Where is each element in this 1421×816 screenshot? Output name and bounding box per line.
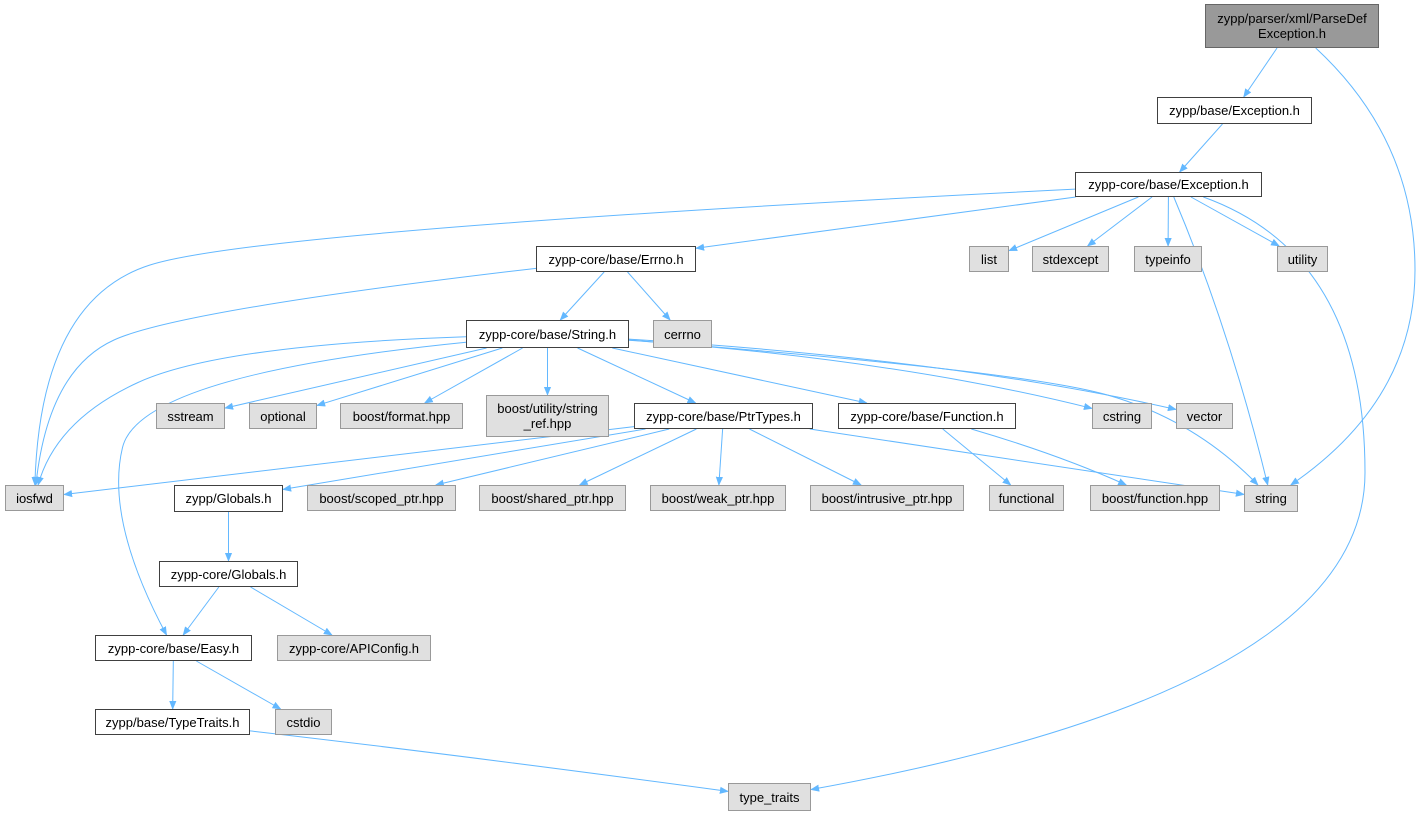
edge-easy-to-cstdio	[196, 660, 282, 710]
node-label: boost/intrusive_ptr.hpp	[821, 490, 953, 506]
node-boost-scoped-ptr-hpp: boost/scoped_ptr.hpp	[307, 485, 456, 511]
node-functional: functional	[989, 485, 1064, 511]
node-label: list	[981, 251, 997, 267]
edge-strh-to-vector	[628, 338, 1177, 412]
node-label: utility	[1287, 251, 1318, 267]
node-type-traits: type_traits	[728, 783, 811, 811]
node-label: zypp-core/base/String.h	[478, 326, 617, 342]
node-typetraits-h[interactable]: zypp/base/TypeTraits.h	[95, 709, 250, 735]
node-label: zypp-core/base/Errno.h	[548, 251, 684, 267]
node-ptrtypes-h[interactable]: zypp-core/base/PtrTypes.h	[634, 403, 813, 429]
edge-ptrtypes-to-bweak	[715, 428, 724, 486]
node-zypp-core-base-exception-h[interactable]: zypp-core/base/Exception.h	[1075, 172, 1262, 197]
node-label: zypp-core/APIConfig.h	[288, 640, 420, 656]
edge-ptrtypes-to-bshared	[578, 428, 697, 486]
node-label: vector	[1186, 408, 1223, 424]
node-label: zypp-core/base/Exception.h	[1088, 177, 1249, 192]
node-iosfwd: iosfwd	[5, 485, 64, 511]
edge-strh-to-cstring	[628, 339, 1093, 410]
edge-zcbexc-to-list	[1008, 196, 1139, 252]
node-label: iosfwd	[16, 490, 53, 506]
node-easy-h[interactable]: zypp-core/base/Easy.h	[95, 635, 252, 661]
node-label: zypp/parser/xml/ParseDef Exception.h	[1217, 11, 1367, 41]
node-zypp-globals-h[interactable]: zypp/Globals.h	[174, 485, 283, 512]
node-errno-h[interactable]: zypp-core/base/Errno.h	[536, 246, 696, 272]
node-label: boost/utility/string _ref.hpp	[497, 401, 598, 431]
node-label: type_traits	[739, 789, 800, 805]
edge-errno-to-strh	[559, 271, 605, 321]
node-optional: optional	[249, 403, 317, 429]
node-cstdio: cstdio	[275, 709, 332, 735]
node-vector: vector	[1176, 403, 1233, 429]
node-list: list	[969, 246, 1009, 272]
edge-zcglobals-to-easy	[182, 586, 220, 636]
edge-root-to-zbexc	[1243, 47, 1278, 98]
node-boost-intrusive-ptr-hpp: boost/intrusive_ptr.hpp	[810, 485, 964, 511]
edge-strh-to-optional	[316, 347, 503, 407]
node-utility: utility	[1277, 246, 1328, 272]
node-label: boost/scoped_ptr.hpp	[319, 490, 444, 506]
node-label: functional	[998, 490, 1055, 506]
node-label: stdexcept	[1042, 251, 1099, 267]
edge-typetraitsh-to-type_traits	[249, 730, 729, 794]
edge-functionh-to-bfunc	[971, 428, 1128, 486]
node-zypp-core-globals-h[interactable]: zypp-core/Globals.h	[159, 561, 298, 587]
node-label: zypp-core/base/PtrTypes.h	[646, 408, 801, 424]
edge-zcbexc-to-errno	[695, 196, 1076, 251]
node-label: zypp/Globals.h	[185, 491, 272, 506]
node-label: sstream	[167, 408, 214, 424]
edge-zcbexc-to-string	[1173, 196, 1270, 486]
node-label: zypp/base/TypeTraits.h	[105, 714, 240, 730]
node-string-h[interactable]: zypp-core/base/String.h	[466, 320, 629, 348]
edge-zcbexc-to-stdexcept	[1086, 196, 1153, 247]
node-label: cstdio	[286, 714, 321, 730]
edge-easy-to-typetraitsh	[169, 660, 177, 710]
node-label: zypp-core/base/Easy.h	[107, 640, 240, 656]
node-label: string	[1255, 491, 1287, 506]
node-label: zypp-core/base/Function.h	[850, 408, 1004, 424]
node-label: cstring	[1102, 408, 1142, 424]
edge-zcbexc-to-utility	[1190, 196, 1280, 247]
node-boost-weak-ptr-hpp: boost/weak_ptr.hpp	[650, 485, 786, 511]
node-label: boost/weak_ptr.hpp	[661, 490, 775, 506]
edge-zcglobals-to-apiconfig	[250, 586, 333, 636]
node-typeinfo: typeinfo	[1134, 246, 1202, 272]
edge-ptrtypes-to-zglobals	[282, 428, 646, 492]
node-string: string	[1244, 485, 1298, 512]
node-boost-shared-ptr-hpp: boost/shared_ptr.hpp	[479, 485, 626, 511]
node-sstream: sstream	[156, 403, 225, 429]
node-zypp-base-exception-h[interactable]: zypp/base/Exception.h	[1157, 97, 1312, 124]
node-root-parsedefexception-h[interactable]: zypp/parser/xml/ParseDef Exception.h	[1205, 4, 1379, 48]
edge-zbexc-to-zcbexc	[1179, 123, 1223, 173]
edge-errno-to-cerrno	[627, 271, 671, 321]
node-label: zypp-core/Globals.h	[170, 566, 287, 582]
node-function-h[interactable]: zypp-core/base/Function.h	[838, 403, 1016, 429]
node-label: zypp/base/Exception.h	[1169, 103, 1300, 118]
node-label: optional	[260, 408, 306, 424]
edge-strh-to-functionh	[612, 347, 868, 405]
edge-ptrtypes-to-bscoped	[434, 428, 670, 487]
node-apiconfig-h: zypp-core/APIConfig.h	[277, 635, 431, 661]
node-label: boost/shared_ptr.hpp	[491, 490, 614, 506]
edge-ptrtypes-to-bintr	[749, 428, 862, 486]
node-label: boost/format.hpp	[352, 408, 451, 424]
node-label: cerrno	[664, 326, 701, 342]
edge-strh-to-sstream	[224, 347, 487, 410]
node-cstring: cstring	[1092, 403, 1152, 429]
node-boost-string-ref-hpp: boost/utility/string _ref.hpp	[486, 395, 609, 437]
node-boost-function-hpp: boost/function.hpp	[1090, 485, 1220, 511]
edge-functionh-to-functional	[942, 428, 1012, 486]
node-cerrno: cerrno	[653, 320, 712, 348]
edge-errno-to-iosfwd	[33, 267, 537, 486]
node-label: typeinfo	[1145, 251, 1191, 267]
node-boost-format-hpp: boost/format.hpp	[340, 403, 463, 429]
node-label: boost/function.hpp	[1101, 490, 1209, 506]
node-stdexcept: stdexcept	[1032, 246, 1109, 272]
